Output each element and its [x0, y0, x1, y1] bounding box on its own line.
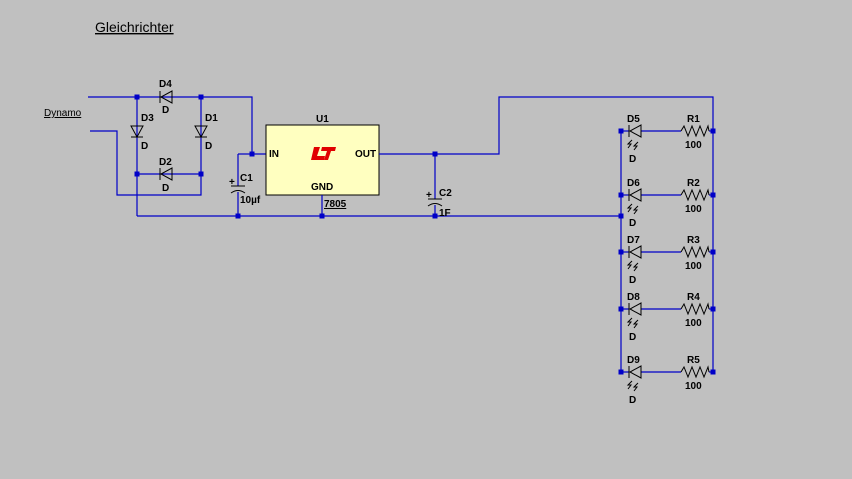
u1-pin-in: IN	[269, 149, 279, 160]
junction-dot	[710, 128, 716, 134]
led-label: D6	[627, 178, 640, 189]
resistor-value: 100	[685, 261, 702, 272]
led-diode[interactable]: D7 D	[626, 235, 642, 286]
junction-dot	[618, 192, 624, 198]
junction-dot	[249, 151, 255, 157]
u1-pin-gnd: GND	[311, 182, 333, 193]
led-label: D5	[627, 114, 640, 125]
d3-type: D	[141, 141, 148, 152]
u1-part: 7805	[324, 199, 347, 210]
c1-value: 10µf	[240, 195, 261, 206]
junction-dot	[198, 94, 204, 100]
led-diode[interactable]: D6 D	[626, 178, 642, 229]
junction-dot	[134, 94, 140, 100]
lt-logo-icon	[311, 147, 336, 160]
d2-type: D	[162, 183, 169, 194]
d3-label: D3	[141, 113, 154, 124]
resistor-value: 100	[685, 140, 702, 151]
led-type: D	[629, 154, 636, 165]
led-type: D	[629, 332, 636, 343]
capacitor-c1[interactable]: + C1 10µf	[229, 154, 261, 216]
junction-dot	[618, 306, 624, 312]
resistor-value: 100	[685, 381, 702, 392]
junction-dot	[319, 213, 325, 219]
led-label: D9	[627, 355, 640, 366]
d4-label: D4	[159, 79, 172, 90]
resistor-label: R4	[687, 292, 700, 303]
led-diode[interactable]: D5 D	[626, 114, 642, 165]
diode-d1[interactable]: D1 D	[194, 113, 218, 152]
led-type: D	[629, 218, 636, 229]
c2-value: 1F	[439, 208, 451, 219]
junction-dot	[618, 249, 624, 255]
junction-dot	[618, 213, 624, 219]
svg-text:+: +	[229, 177, 235, 188]
d1-label: D1	[205, 113, 218, 124]
resistor[interactable]: R5 100	[680, 355, 710, 392]
led-type: D	[629, 275, 636, 286]
led-row: D8 D R4 100	[621, 292, 713, 343]
svg-text:+: +	[426, 190, 432, 201]
junction-dot	[432, 151, 438, 157]
diode-d3[interactable]: D3 D	[130, 113, 154, 152]
junction-dot	[134, 171, 140, 177]
capacitor-c2[interactable]: + C2 1F	[426, 154, 452, 219]
led-diode[interactable]: D9 D	[626, 355, 642, 406]
junction-dot	[235, 213, 241, 219]
d4-type: D	[162, 105, 169, 116]
junction-dot	[432, 213, 438, 219]
junction-dot	[618, 128, 624, 134]
led-label: D7	[627, 235, 640, 246]
d1-type: D	[205, 141, 212, 152]
resistor[interactable]: R3 100	[680, 235, 710, 272]
resistor-label: R3	[687, 235, 700, 246]
led-row: D6 D R2 100	[621, 178, 713, 229]
resistor-label: R5	[687, 355, 700, 366]
resistor-value: 100	[685, 318, 702, 329]
u1-pin-out: OUT	[355, 149, 376, 160]
led-type: D	[629, 395, 636, 406]
junction-dot	[198, 171, 204, 177]
led-row: D9 D R5 100	[621, 355, 713, 406]
resistor[interactable]: R2 100	[680, 178, 710, 215]
output-wire	[379, 96, 714, 372]
junction-dot	[710, 249, 716, 255]
led-row: D7 D R3 100	[621, 235, 713, 286]
c2-label: C2	[439, 188, 452, 199]
junction-dot	[710, 369, 716, 375]
dynamo-net-label: Dynamo	[44, 108, 82, 119]
junction-dot	[618, 369, 624, 375]
resistor[interactable]: R1 100	[680, 114, 710, 151]
schematic-title: Gleichrichter	[95, 19, 174, 35]
led-row: D5 D R1 100	[621, 114, 713, 165]
resistor-label: R2	[687, 178, 700, 189]
junction-dots	[134, 94, 716, 375]
d2-label: D2	[159, 157, 172, 168]
diode-d4[interactable]: D4 D	[159, 79, 173, 116]
bridge-wires	[88, 96, 621, 217]
resistor-value: 100	[685, 204, 702, 215]
junction-dot	[710, 192, 716, 198]
junction-dot	[710, 306, 716, 312]
resistor-label: R1	[687, 114, 700, 125]
resistor[interactable]: R4 100	[680, 292, 710, 329]
diode-d2[interactable]: D2 D	[159, 157, 173, 194]
led-label: D8	[627, 292, 640, 303]
u1-ref: U1	[316, 114, 329, 125]
c1-label: C1	[240, 173, 253, 184]
led-diode[interactable]: D8 D	[626, 292, 642, 343]
